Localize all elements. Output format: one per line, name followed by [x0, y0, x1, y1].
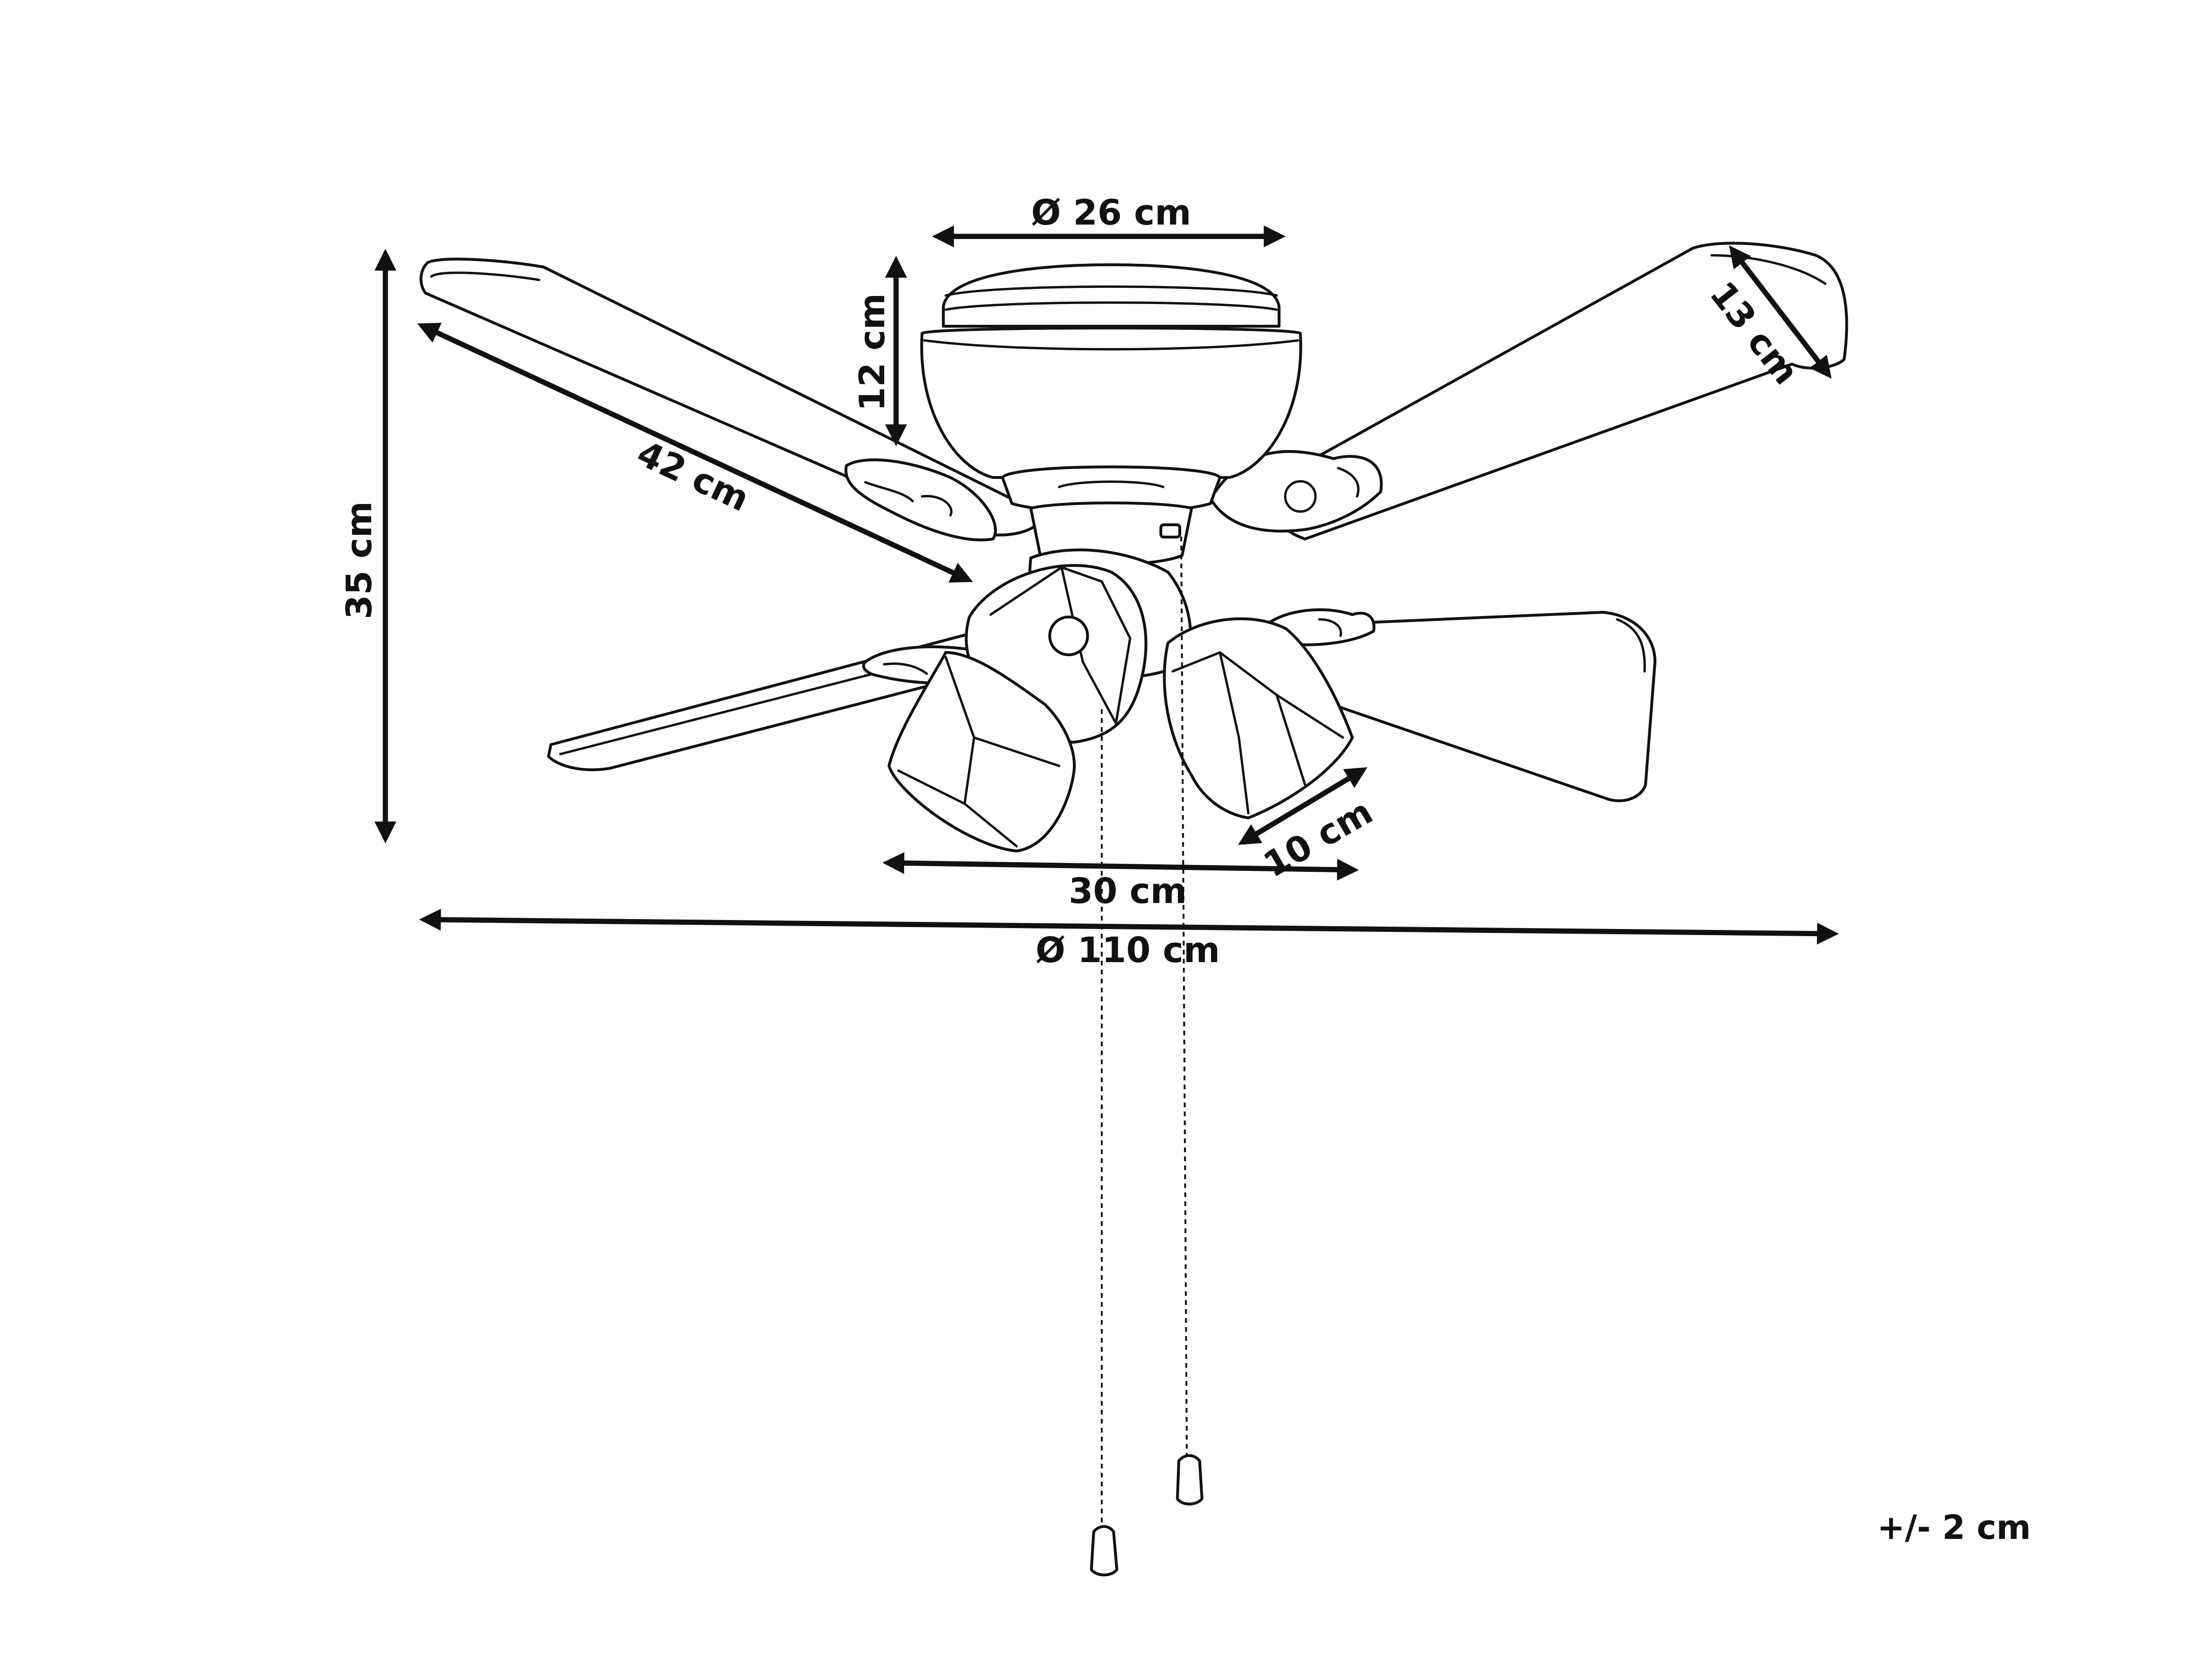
lamp-shade-lower-left	[888, 651, 1076, 852]
arrow-blade-width	[1729, 245, 1832, 379]
blade-iron-left-back	[844, 458, 997, 541]
arrow-shade-width	[1238, 767, 1367, 845]
arrow-fan-diameter	[419, 909, 1839, 945]
label-blade-length: 42 cm	[631, 433, 755, 520]
blade-iron-right-back	[1209, 450, 1383, 533]
pull-chain-left	[1090, 709, 1118, 1577]
label-base-diameter: Ø 26 cm	[1031, 192, 1191, 233]
label-base-height: 12 cm	[852, 293, 893, 411]
tolerance-note: +/- 2 cm	[1877, 1508, 2031, 1547]
arrow-blade-length	[417, 322, 973, 583]
label-fan-diameter: Ø 110 cm	[1036, 930, 1220, 971]
pull-chain-right	[1176, 536, 1203, 1506]
label-total-height: 35 cm	[339, 501, 380, 619]
fan-blade-front-right	[1275, 611, 1656, 802]
label-lights-span: 30 cm	[1069, 871, 1187, 912]
arrow-lights-span	[882, 852, 1359, 881]
